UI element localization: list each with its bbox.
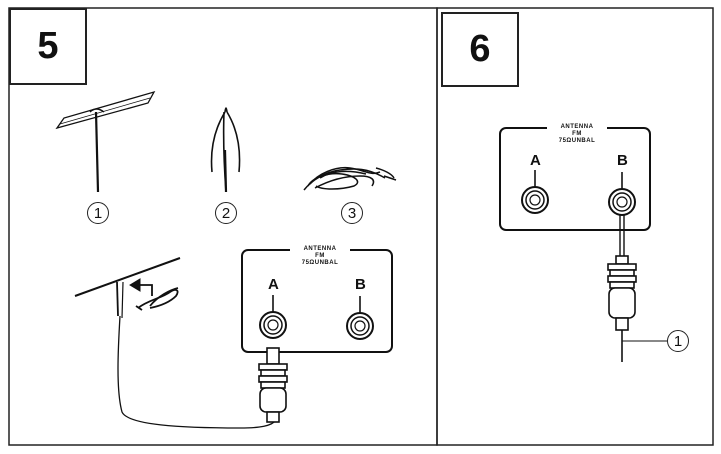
coiled-cable-icon	[303, 166, 397, 191]
jack-b-label: B	[617, 152, 628, 169]
callout-number-1: 1	[667, 330, 689, 352]
panel-6-border	[436, 7, 714, 446]
outdoor-antenna-icon	[74, 257, 277, 429]
antenna-label: ANTENNA	[560, 124, 594, 130]
coax-plug-6	[607, 215, 637, 331]
item-number-1: 1	[87, 202, 109, 224]
jack-b-label: B	[355, 276, 366, 293]
step-6-label: 6	[441, 12, 519, 87]
jack-b-5	[346, 296, 374, 340]
feeder-wire-icon	[210, 107, 241, 193]
cable-6	[621, 330, 667, 362]
small-coil-icon	[135, 287, 179, 311]
antenna-label: ANTENNA	[303, 246, 337, 252]
impedance-label: 75ΩUNBAL	[558, 138, 596, 144]
jack-a-label: A	[268, 276, 279, 293]
item-number-2: 2	[215, 202, 237, 224]
impedance-label: 75ΩUNBAL	[301, 260, 339, 266]
terminal-6-header: ANTENNA FM 75ΩUNBAL	[547, 124, 607, 145]
jack-a-5	[259, 295, 287, 339]
terminal-5-header: ANTENNA FM 75ΩUNBAL	[290, 246, 350, 267]
band-label: FM	[315, 253, 325, 259]
jack-a-label: A	[530, 152, 541, 169]
attach-arrow-icon	[129, 278, 153, 296]
step-5-label: 5	[9, 8, 87, 85]
t-dipole-antenna-icon	[55, 90, 156, 193]
jack-b-6	[608, 172, 636, 216]
item-number-3: 3	[341, 202, 363, 224]
band-label: FM	[572, 131, 582, 137]
coax-plug-5	[258, 347, 288, 423]
jack-a-6	[521, 170, 549, 214]
